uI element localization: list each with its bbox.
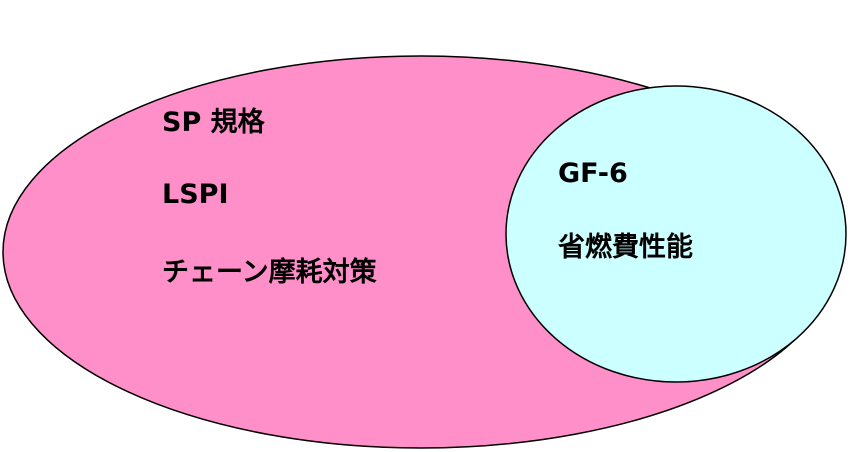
inner-label-gf6: GF-6 <box>558 158 628 189</box>
outer-label-sp-standard: SP 規格 <box>162 107 266 138</box>
outer-label-lspi: LSPI <box>162 179 229 210</box>
inner-set-ellipse <box>505 85 847 383</box>
outer-label-chain-wear: チェーン摩耗対策 <box>162 256 378 288</box>
inner-label-fuel-economy: 省燃費性能 <box>558 231 693 263</box>
